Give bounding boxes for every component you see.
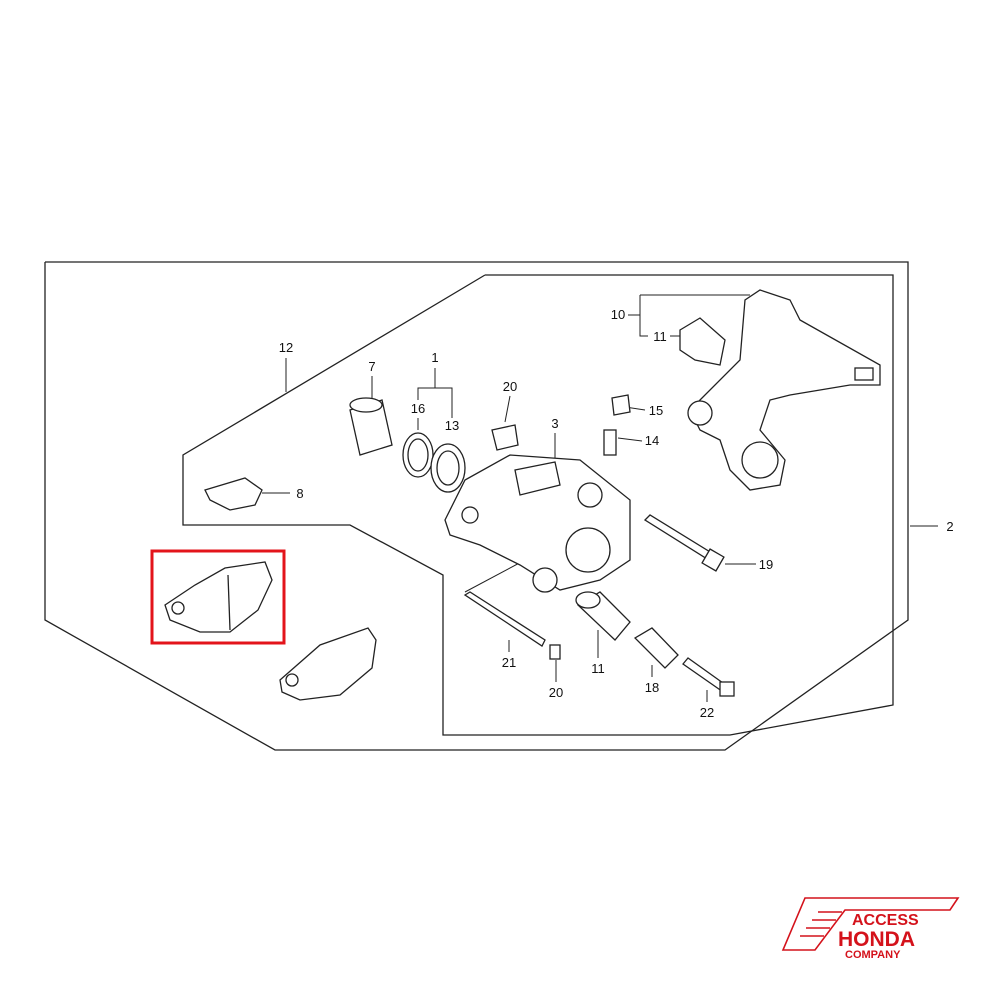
outer-frame (44, 261, 909, 751)
logo-company: COMPANY (845, 949, 901, 961)
callout-16: 16 (411, 401, 425, 416)
callout-10: 11 (653, 329, 667, 344)
inner-frame (182, 274, 894, 736)
callout-21: 21 (502, 655, 516, 670)
clip-10 (679, 317, 726, 366)
callout-22: 22 (700, 705, 714, 720)
piston-7 (349, 397, 393, 456)
highlight-box (150, 549, 286, 645)
seal-13 (430, 443, 466, 493)
callout-20: 20 (549, 685, 563, 700)
cap-19 (491, 424, 519, 451)
caliper-body-3 (444, 454, 631, 593)
brake-pad-highlighted[interactable] (164, 561, 273, 633)
callout-9: 10 (611, 307, 625, 322)
callout-3: 3 (551, 416, 558, 431)
spring-8 (204, 477, 263, 511)
callout-19: 20 (503, 379, 517, 394)
pin-18 (643, 514, 725, 572)
callout-15: 15 (649, 403, 663, 418)
boot-17 (633, 627, 679, 669)
logo-honda: HONDA (838, 928, 915, 951)
bolt-20 (549, 644, 561, 660)
access-honda-logo: ACCESS HONDA COMPANY (781, 897, 960, 961)
callout-17: 18 (645, 680, 659, 695)
pin-21 (463, 591, 546, 647)
sleeve-11 (575, 591, 631, 641)
callout-11: 11 (591, 661, 605, 676)
callout-1: 1 (431, 350, 438, 365)
seal-16 (402, 432, 434, 478)
callout-14: 14 (645, 433, 659, 448)
callout-7: 7 (368, 359, 375, 374)
callout-13: 13 (445, 418, 459, 433)
bracket-9 (687, 289, 881, 491)
callout-18: 19 (759, 557, 773, 572)
callout-12: 12 (279, 340, 293, 355)
callout-8: 8 (296, 486, 303, 501)
brake-pad-2 (279, 627, 377, 701)
logo-access: ACCESS (852, 912, 919, 929)
bleeder-15-14 (603, 394, 631, 456)
bolt-22 (682, 657, 735, 697)
callout-2: 2 (946, 519, 953, 534)
